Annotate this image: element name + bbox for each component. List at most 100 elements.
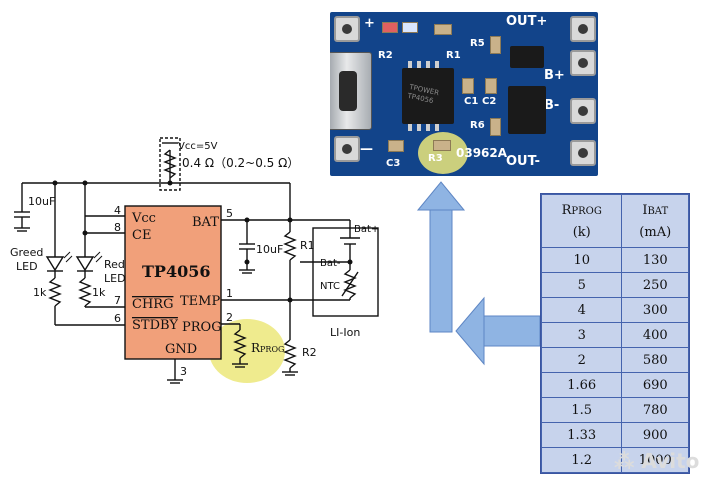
red-led-label-1: Red — [104, 258, 125, 271]
left-arrow — [455, 296, 541, 366]
led-red-smd — [382, 22, 398, 33]
pad-b-minus — [570, 98, 596, 124]
cell-rprog: 3 — [540, 322, 623, 348]
cell-rprog: 2 — [540, 347, 623, 373]
pin-number-4: 4 — [114, 204, 121, 217]
cell-rprog: 4 — [540, 297, 623, 323]
pcb-r6-label: R6 — [470, 120, 485, 131]
cell-rprog: 1.33 — [540, 422, 623, 448]
cell-ibat: 1000 — [621, 447, 689, 473]
chip-name: TP4056 — [142, 262, 210, 281]
up-arrow — [416, 181, 466, 333]
pin-gnd: GND — [165, 342, 197, 357]
pin-number-5: 5 — [226, 207, 233, 220]
bat-minus-label: Bat- — [320, 258, 341, 269]
led-blue-smd — [402, 22, 418, 33]
header-ibat: IBAT (mA) — [621, 194, 689, 248]
rprog-label: RPROG — [251, 341, 284, 355]
pcb-r3-label: R3 — [428, 153, 443, 164]
cell-ibat: 780 — [621, 397, 689, 423]
avito-watermark: ⁂ Avito — [614, 449, 700, 473]
pin-number-1: 1 — [226, 287, 233, 300]
table-header: RPROG (k) IBAT (mA) — [540, 194, 689, 248]
pin-ce: CE — [132, 228, 151, 243]
green-led-label-2: LED — [16, 260, 38, 273]
pcb-b-minus-label: B- — [544, 98, 560, 113]
pcb-r5-label: R5 — [470, 38, 485, 49]
pin-number-6: 6 — [114, 312, 121, 325]
tp4056-module-board: + — OUT+ B+ B- OUT- R2 R1 R5 R6 C1 C2 C3… — [330, 12, 598, 176]
tp4056-chip-package: TPOWER TP4056 — [402, 68, 454, 124]
cell-rprog: 1.66 — [540, 372, 623, 398]
cell-ibat: 900 — [621, 422, 689, 448]
pcb-c3-label: C3 — [386, 158, 401, 169]
resistor-r5 — [490, 36, 501, 54]
cell-ibat: 580 — [621, 347, 689, 373]
cell-rprog: 1.2 — [540, 447, 623, 473]
pad-out-minus — [570, 140, 596, 166]
pcb-out-plus-label: OUT+ — [506, 14, 548, 29]
pad-out-plus — [570, 16, 596, 42]
pcb-r1-label: R1 — [446, 50, 461, 61]
pin-prog: PROG — [182, 320, 222, 335]
cell-rprog: 10 — [540, 247, 623, 273]
pcb-r2-label: R2 — [378, 50, 393, 61]
ntc-label: NTC — [320, 281, 340, 292]
pcb-minus-label: — — [360, 142, 373, 157]
pin-bat: BAT — [192, 215, 219, 230]
green-resistor-label: 1k — [33, 286, 47, 299]
pin-vcc: Vcc — [131, 211, 156, 226]
pcb-code-label: 03962A — [456, 146, 508, 160]
pcb-plus-label: + — [364, 16, 375, 31]
pad-minus — [334, 136, 360, 162]
avito-logo-icon: ⁂ — [614, 449, 642, 473]
pad-b-plus — [570, 50, 596, 76]
pin-number-8: 8 — [114, 221, 121, 234]
input-cap-label: 10uF — [28, 195, 55, 208]
mosfet-ic — [508, 86, 546, 134]
resistor-r6 — [490, 118, 501, 136]
pcb-c2-label: C2 — [482, 96, 497, 107]
pad-plus — [334, 16, 360, 42]
micro-usb-connector — [330, 52, 372, 130]
green-led-label-1: Greed — [10, 246, 43, 259]
red-led-label-2: LED — [104, 272, 126, 285]
rprog-highlight — [209, 319, 285, 383]
bat-plus-label: Bat+ — [354, 224, 379, 235]
capacitor-c3 — [388, 140, 404, 152]
protection-ic — [510, 46, 544, 68]
resistor-spec-label: 0.4 Ω（0.2~0.5 Ω） — [182, 156, 299, 170]
header-rprog: RPROG (k) — [540, 194, 623, 248]
cell-ibat: 250 — [621, 272, 689, 298]
capacitor-c2 — [485, 78, 497, 94]
red-resistor-label: 1k — [92, 286, 106, 299]
cell-ibat: 300 — [621, 297, 689, 323]
pin-temp: TEMP — [180, 294, 220, 309]
cell-rprog: 5 — [540, 272, 623, 298]
pin-number-2: 2 — [226, 311, 233, 324]
tp4056-chip — [124, 205, 222, 360]
cell-rprog: 1.5 — [540, 397, 623, 423]
pin-chrg: CHRG — [132, 297, 173, 312]
pin-stdby: STDBY — [132, 318, 178, 333]
pin-number-7: 7 — [114, 294, 121, 307]
resistor-r3 — [433, 140, 451, 151]
r2-label: R2 — [302, 346, 317, 359]
cell-ibat: 130 — [621, 247, 689, 273]
output-cap-label: 10uF — [256, 243, 283, 256]
resistor-top — [434, 24, 452, 35]
cell-ibat: 400 — [621, 322, 689, 348]
pcb-out-minus-label: OUT- — [506, 154, 540, 169]
pcb-c1-label: C1 — [464, 96, 479, 107]
vcc-label: Vcc=5V — [178, 141, 218, 152]
